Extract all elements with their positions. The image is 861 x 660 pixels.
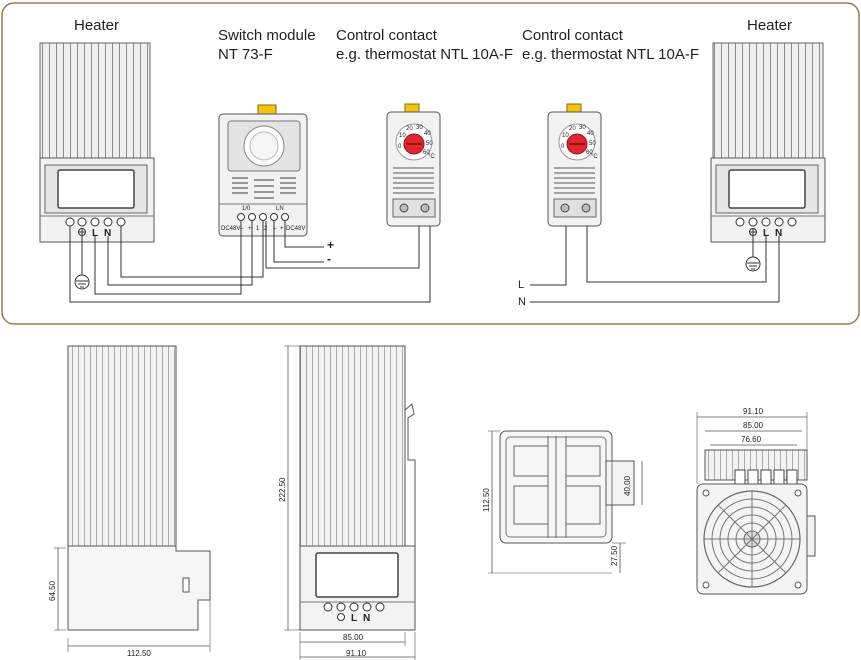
rear-view	[696, 412, 816, 595]
dim-top-offset: 27.50	[610, 545, 619, 566]
heater-left-terminal-l: L	[92, 228, 98, 239]
t1-scale-5: 50	[426, 141, 433, 147]
switch-module-label-line2: NT 73-F	[218, 46, 273, 63]
t1-scale-0: 0	[398, 144, 402, 150]
t2-scale-0: 0	[561, 144, 565, 150]
front-view	[284, 345, 416, 660]
thermostat-1-unit: °C	[428, 154, 435, 160]
dim-rear-outer: 91.10	[743, 407, 764, 416]
front-terminal-l: L	[351, 613, 357, 624]
dim-front-outer-width: 91.10	[346, 649, 367, 658]
heater-right-terminal-l: L	[763, 228, 769, 239]
thermostat-2	[547, 103, 602, 227]
wires	[69, 221, 780, 303]
switch-terminal-6: +	[280, 226, 284, 232]
dim-front-height: 222.50	[278, 477, 287, 502]
switch-module-label-line1: Switch module	[218, 27, 316, 44]
control-contact-2-label-line2: e.g. thermostat NTL 10A-F	[522, 46, 700, 63]
line-label-n: N	[518, 296, 526, 308]
top-view	[488, 430, 643, 574]
heater-right	[710, 42, 826, 243]
switch-terminal-1: –	[240, 226, 244, 232]
t2-scale-3: 30	[579, 125, 586, 131]
control-contact-2-label-line1: Control contact	[522, 27, 623, 44]
wiring-frame	[1, 2, 860, 325]
thermostat-2-unit: °C	[591, 154, 598, 160]
front-terminal-n: N	[363, 613, 370, 624]
polarity-minus: -	[327, 252, 331, 266]
t1-scale-6: 60	[423, 150, 430, 156]
t2-scale-6: 60	[586, 150, 593, 156]
heater-left	[39, 42, 155, 243]
dim-top-height: 112.50	[482, 488, 491, 512]
dim-side-height-base: 64.50	[48, 580, 57, 601]
heater-right-label: Heater	[747, 17, 793, 34]
line-label-l: L	[518, 279, 524, 291]
dim-side-depth: 112.50	[127, 649, 151, 658]
dim-rear-inner: 76.60	[741, 435, 762, 444]
thermostat-1	[386, 103, 441, 227]
t2-scale-4: 40	[587, 131, 594, 137]
t1-scale-4: 40	[424, 131, 431, 137]
heater-left-label: Heater	[74, 17, 120, 34]
heater-right-terminal-n: N	[775, 228, 782, 239]
dim-top-rail: 40.00	[623, 475, 632, 496]
t1-scale-1: 10	[399, 133, 406, 139]
t1-scale-2: 20	[406, 126, 413, 132]
dim-front-inner-width: 85.00	[343, 633, 364, 642]
t2-scale-2: 20	[569, 126, 576, 132]
dim-rear-mid: 85.00	[743, 421, 764, 430]
t2-scale-5: 50	[589, 141, 596, 147]
switch-terminal-0: DC48V	[221, 226, 240, 232]
control-contact-1-label-line1: Control contact	[336, 27, 437, 44]
t2-scale-1: 10	[562, 133, 569, 139]
thermostat-1-scale: 0 10 20 30 40 50 60	[398, 125, 433, 156]
switch-terminal-3: 1	[256, 226, 260, 232]
switch-top-label-1: 1/0	[242, 206, 251, 212]
switch-terminal-7: DC48V	[286, 226, 305, 232]
thermostat-2-scale: 0 10 20 30 40 50 60	[561, 125, 596, 156]
control-contact-1-label-line2: e.g. thermostat NTL 10A-F	[336, 46, 514, 63]
switch-terminal-5: –	[273, 226, 277, 232]
heater-left-terminal-n: N	[104, 228, 111, 239]
polarity-plus: +	[327, 238, 334, 252]
switch-module	[218, 104, 308, 237]
ground-symbol-right	[745, 236, 761, 272]
ground-symbol-left	[74, 236, 90, 290]
switch-terminal-2: +	[248, 226, 252, 232]
switch-top-label-2: LN	[276, 206, 284, 212]
side-view	[54, 345, 211, 652]
t1-scale-3: 30	[416, 125, 423, 131]
